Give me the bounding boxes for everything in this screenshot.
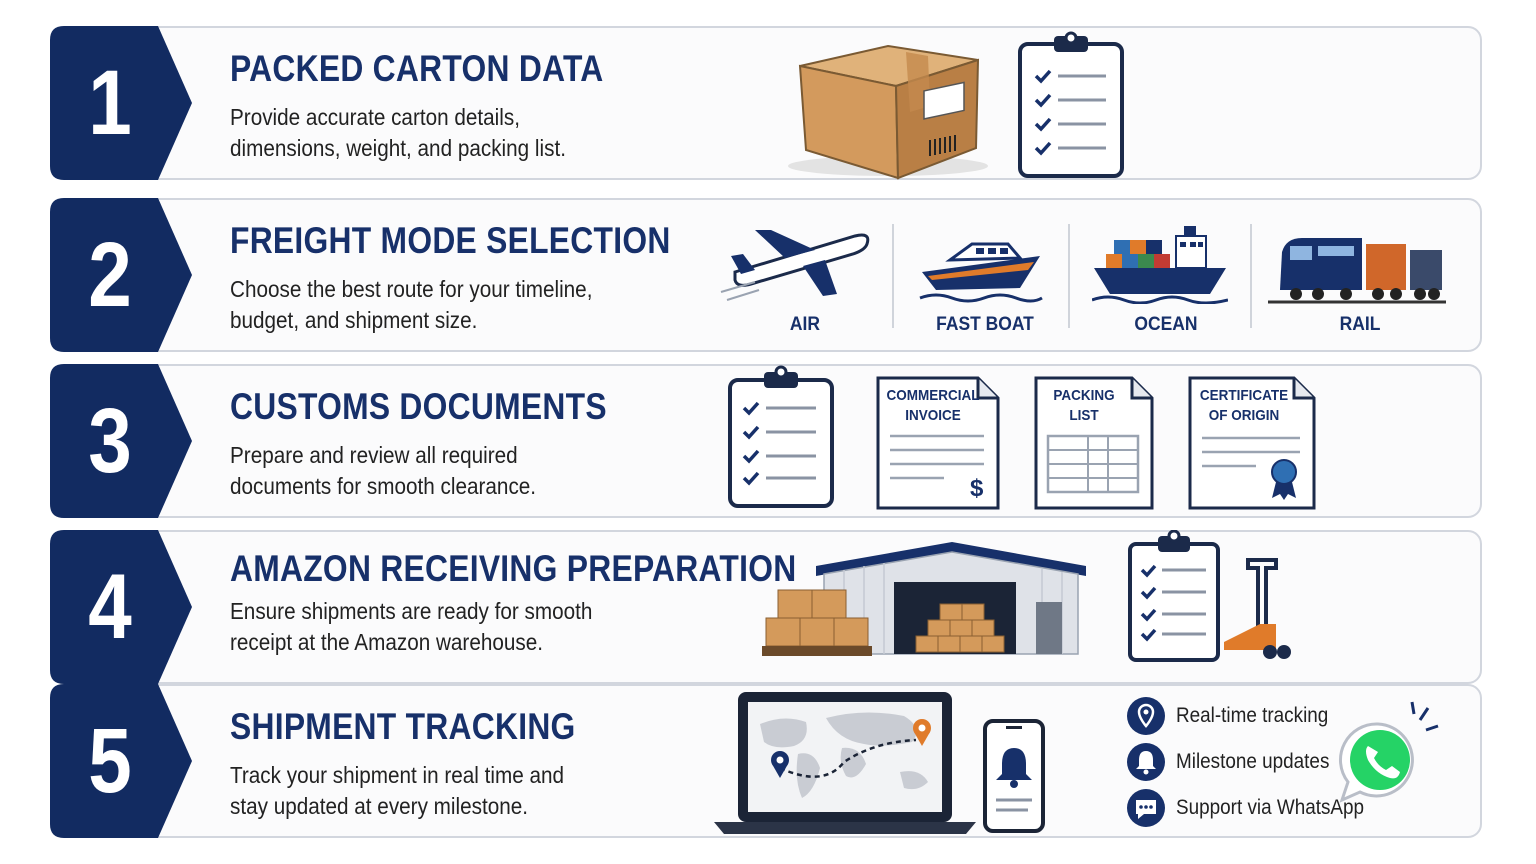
fast-boat-icon (919, 242, 1043, 303)
step-badge (50, 198, 192, 352)
step-description: Ensure shipments are ready for smooth re… (230, 596, 592, 658)
doc-title-line: COMMERCIAL (886, 387, 980, 404)
step-description: Track your shipment in real time and sta… (230, 760, 564, 822)
desc-line: dimensions, weight, and packing list. (230, 135, 566, 161)
step-number: 4 (88, 555, 132, 658)
feature-label: Real-time tracking (1176, 704, 1329, 727)
desc-line: Ensure shipments are ready for smooth (230, 598, 593, 624)
certificate-of-origin-document-icon (1188, 376, 1316, 510)
step-2-card: 2 FREIGHT MODE SELECTION Choose the best… (50, 198, 1482, 352)
mode-divider (892, 224, 894, 328)
desc-line: budget, and shipment size. (230, 307, 478, 333)
doc-title-line: LIST (1069, 407, 1099, 424)
airplane-icon (720, 230, 870, 301)
step-number: 3 (88, 389, 132, 492)
bell-icon (1127, 743, 1165, 781)
mode-divider (1250, 224, 1252, 328)
doc-title-commercial-invoice: COMMERCIAL INVOICE (885, 386, 980, 426)
laptop-map-icon (714, 692, 976, 834)
step-1-card: 1 PACKED CARTON DATA Provide accurate ca… (50, 26, 1482, 180)
doc-title-line: OF ORIGIN (1208, 407, 1280, 424)
doc-title-certificate-of-origin: CERTIFICATE OF ORIGIN (1195, 386, 1292, 426)
carton-box-icon (788, 44, 988, 180)
step-description: Provide accurate carton details, dimensi… (230, 102, 566, 164)
chat-bubble-icon (1127, 789, 1165, 827)
step-title: PACKED CARTON DATA (230, 48, 604, 89)
desc-line: Prepare and review all required (230, 442, 518, 468)
packing-list-document-icon (1034, 376, 1154, 510)
desc-line: Choose the best route for your timeline, (230, 276, 593, 302)
step-title: FREIGHT MODE SELECTION (230, 220, 671, 261)
step-description: Prepare and review all required document… (230, 440, 536, 502)
step-badge (50, 684, 192, 838)
warehouse-icon (762, 542, 1086, 656)
step-title: CUSTOMS DOCUMENTS (230, 386, 607, 427)
desc-line: receipt at the Amazon warehouse. (230, 629, 543, 655)
mode-label-rail: RAIL (1339, 314, 1381, 335)
location-pin-icon (1127, 697, 1165, 735)
card-background (50, 26, 1482, 180)
feature-label: Support via WhatsApp (1176, 796, 1365, 819)
step-description: Choose the best route for your timeline,… (230, 274, 592, 336)
step-number: 2 (88, 223, 132, 326)
step-3-card: 3 CUSTOMS DOCUMENTS Prepare and review a… (50, 364, 1482, 518)
doc-title-line: PACKING (1053, 387, 1115, 404)
card-background (50, 530, 1482, 684)
phone-notification-icon (983, 719, 1045, 833)
step-badge (50, 26, 192, 180)
feature-label: Milestone updates (1176, 750, 1330, 773)
step-5-card: 5 SHIPMENT TRACKING Track your shipment … (50, 684, 1482, 838)
desc-line: stay updated at every milestone. (230, 793, 529, 819)
step-badge (50, 530, 192, 684)
mode-label-ocean: OCEAN (1134, 314, 1198, 335)
doc-title-line: INVOICE (905, 407, 961, 424)
whatsapp-icon[interactable] (1334, 698, 1450, 808)
pallet-jack-icon (1224, 558, 1291, 659)
desc-line: documents for smooth clearance. (230, 473, 537, 499)
step-title: AMAZON RECEIVING PREPARATION (230, 548, 797, 589)
commercial-invoice-document-icon: $ (876, 376, 1000, 510)
desc-line: Provide accurate carton details, (230, 104, 520, 130)
checklist-clipboard-icon (1018, 31, 1124, 178)
step-number: 5 (88, 709, 132, 812)
mode-label-fast-boat: FAST BOAT (936, 314, 1034, 335)
step-badge (50, 364, 192, 518)
feature-real-time-tracking: Real-time tracking (1126, 696, 1345, 736)
checklist-clipboard-icon (728, 365, 834, 508)
doc-title-line: CERTIFICATE (1199, 387, 1289, 404)
desc-line: Track your shipment in real time and (230, 762, 565, 788)
train-icon (1268, 238, 1446, 304)
step-title: SHIPMENT TRACKING (230, 706, 576, 747)
cargo-ship-icon (1092, 226, 1228, 304)
doc-title-packing-list: PACKING LIST (1039, 386, 1129, 426)
svg-text:$: $ (970, 475, 984, 502)
feature-support-whatsapp: Support via WhatsApp (1126, 788, 1385, 828)
feature-milestone-updates: Milestone updates (1126, 742, 1346, 782)
mode-label-air: AIR (789, 314, 821, 335)
step-4-card: 4 AMAZON RECEIVING PREPARATION Ensure sh… (50, 530, 1482, 684)
checklist-clipboard-icon (1128, 530, 1220, 662)
step-number: 1 (88, 51, 132, 154)
mode-divider (1068, 224, 1070, 328)
